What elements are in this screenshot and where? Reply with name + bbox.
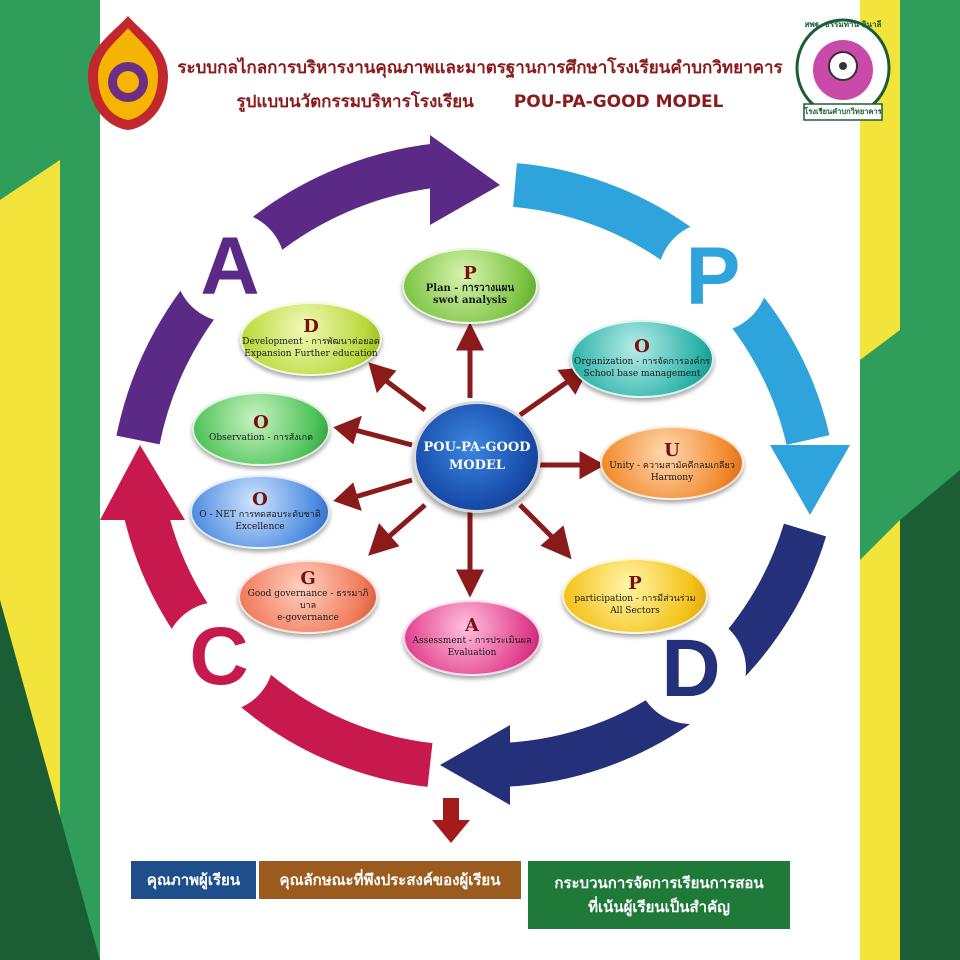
spoke-obs-head xyxy=(333,415,362,445)
oval-unity: U Unity - ความสามัคคีกลมเกลียว Harmony xyxy=(600,426,744,500)
spoke-part xyxy=(518,503,557,542)
oval-participation: P participation - การมีส่วนร่วม All Sect… xyxy=(562,558,708,634)
oval-governance: G Good governance - ธรรมาภิบาล e-governa… xyxy=(238,560,378,634)
oval-observation: O Observation - การสังเกต xyxy=(192,392,330,466)
oval-assess-letter: A xyxy=(465,615,479,636)
oval-org-line1: Organization - การจัดการองค์กร xyxy=(574,357,710,367)
page-title: ระบบกลไกลการบริหารงานคุณภาพและมาตรฐานการ… xyxy=(177,58,783,78)
page-subtitle: รูปแบบนวัตกรรมบริหารโรงเรียน POU-PA-GOOD … xyxy=(170,88,790,115)
oval-gov-letter: G xyxy=(300,568,316,589)
oval-unity-line2: Harmony xyxy=(650,473,694,483)
oval-plan-line1: Plan - การวางแผน xyxy=(425,283,515,294)
oval-onet-letter: O xyxy=(252,489,268,510)
oval-onet-line1: O - NET การทดสอบระดับชาติ xyxy=(199,510,321,520)
oval-unity-letter: U xyxy=(664,440,680,461)
oval-unity-line1: Unity - ความสามัคคีกลมเกลียว xyxy=(609,461,735,471)
right-yellow-lower xyxy=(860,520,900,960)
oval-part-letter: P xyxy=(628,573,642,594)
spoke-gov xyxy=(383,503,427,542)
oval-dev-letter: D xyxy=(303,316,319,337)
left-green-wedge xyxy=(0,0,60,200)
right-dark-wedge xyxy=(900,470,960,960)
spoke-gov-head xyxy=(368,523,400,556)
spoke-dev xyxy=(383,378,427,412)
oval-dev-line2: Expansion Further education xyxy=(244,349,378,359)
arrowhead-c xyxy=(100,445,185,520)
oval-assess-line2: Evaluation xyxy=(447,648,497,658)
outcome-desired-characteristics: คุณลักษณะที่พึงประสงค์ของผู้เรียน xyxy=(259,861,521,899)
oval-org-letter: O xyxy=(634,336,650,357)
oval-obs-line1: Observation - การสังเกต xyxy=(209,433,313,443)
spoke-part-head xyxy=(540,525,572,560)
spoke-dev-head xyxy=(368,362,397,394)
down-arrow-shaft xyxy=(443,798,459,822)
oval-plan-letter: P xyxy=(463,263,477,284)
oval-gov-line1: Good governance - ธรรมาภิบาล xyxy=(247,589,369,611)
spoke-plan-head xyxy=(455,322,485,351)
oval-part-line2: All Sectors xyxy=(610,606,660,616)
pdca-letter-d: D xyxy=(636,614,746,724)
oval-onet: O O - NET การทดสอบระดับชาติ Excellence xyxy=(190,475,330,549)
pdca-letter-a: A xyxy=(175,212,285,322)
spoke-org xyxy=(518,377,572,418)
oval-org-line2: School base management xyxy=(583,369,701,379)
oval-plan-line2: swot analysis xyxy=(433,295,507,306)
subtitle-thai: รูปแบบนวัตกรรมบริหารโรงเรียน xyxy=(236,92,474,112)
oval-obs-letter: O xyxy=(253,412,269,433)
down-arrow xyxy=(432,798,470,843)
oval-plan: P Plan - การวางแผน swot analysis xyxy=(402,248,538,324)
left-green-band xyxy=(60,0,100,960)
spoke-obs xyxy=(354,427,413,448)
school-logo-top-text: สพฐ. ธรรมทาน อินาลี xyxy=(804,20,882,29)
center-line2: MODEL xyxy=(448,458,506,473)
oval-development: D Development - การพัฒนาต่อยอด Expansion… xyxy=(240,302,382,376)
oval-gov-line2: e-governance xyxy=(277,613,339,623)
center-model-circle: POU-PA-GOOD MODEL xyxy=(413,401,541,513)
obec-emblem-logo xyxy=(88,16,168,130)
spoke-assess-head xyxy=(455,569,485,598)
school-logo-bottom-text: โรงเรียนคำบกวิทยาคาร xyxy=(804,107,882,116)
outcome-process-line1: กระบวนการจัดการเรียนการสอน xyxy=(554,874,764,892)
pdca-letter-c: C xyxy=(164,602,274,712)
oval-organization: O Organization - การจัดการองค์กร School … xyxy=(570,320,714,398)
oval-assessment: A Assessment - การประเมินผล Evaluation xyxy=(403,600,541,676)
down-arrow-head xyxy=(432,820,470,843)
outcome-learner-centered-process: กระบวนการจัดการเรียนการสอน ที่เน้นผู้เรี… xyxy=(528,861,790,929)
outcome-process-line2: ที่เน้นผู้เรียนเป็นสำคัญ xyxy=(588,898,730,916)
oval-part-line1: participation - การมีส่วนร่วม xyxy=(574,594,696,604)
spoke-unity-head xyxy=(579,450,606,480)
oval-dev-line1: Development - การพัฒนาต่อยอด xyxy=(242,337,380,347)
arrowhead-a xyxy=(430,135,500,225)
center-line1: POU-PA-GOOD xyxy=(423,440,531,455)
oval-onet-line2: Excellence xyxy=(235,522,285,532)
left-bottom-dark xyxy=(0,600,100,960)
outcome-student-quality: คุณภาพผู้เรียน xyxy=(131,861,256,899)
pdca-letter-p: P xyxy=(658,222,768,332)
spoke-onet xyxy=(354,477,413,500)
subtitle-model: POU-PA-GOOD MODEL xyxy=(513,92,724,112)
arrowhead-p xyxy=(770,445,850,515)
school-logo xyxy=(795,18,891,121)
spoke-onet-head xyxy=(333,482,362,511)
oval-assess-line1: Assessment - การประเมินผล xyxy=(412,636,532,646)
arrowhead-d xyxy=(440,725,510,805)
